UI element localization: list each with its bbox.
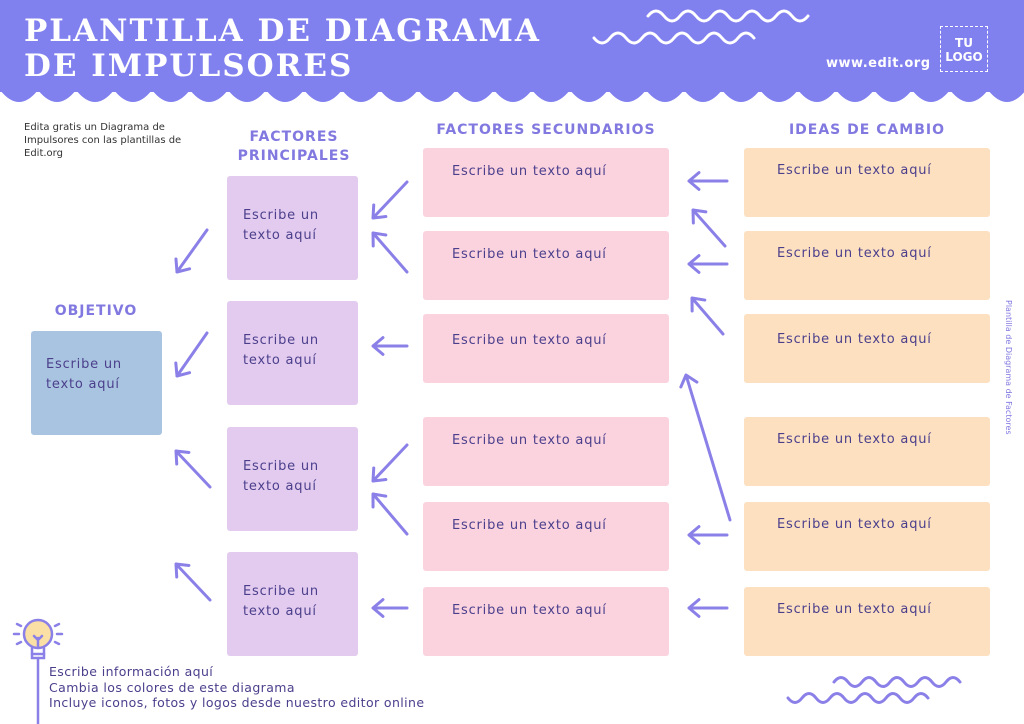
primary-box[interactable]: Escribe un texto aquí: [227, 176, 358, 280]
idea-box[interactable]: Escribe un texto aquí: [744, 417, 990, 486]
side-caption: Plantilla de Diagrama de Factores: [1004, 300, 1013, 435]
tips-list: Escribe información aquí Cambia los colo…: [49, 664, 424, 711]
tip-item: Cambia los colores de este diagrama: [49, 679, 295, 695]
secondary-box[interactable]: Escribe un texto aquí: [423, 314, 669, 383]
arrow: [687, 525, 729, 545]
idea-box[interactable]: Escribe un texto aquí: [744, 587, 990, 656]
secondary-box[interactable]: Escribe un texto aquí: [423, 231, 669, 300]
wave-decoration-bottom: [786, 676, 962, 704]
primary-box[interactable]: Escribe un texto aquí: [227, 552, 358, 656]
secondary-box[interactable]: Escribe un texto aquí: [423, 587, 669, 656]
lightbulb-icon: [12, 618, 64, 724]
wave-decoration: [592, 9, 810, 45]
arrow: [687, 598, 729, 618]
secondary-box[interactable]: Escribe un texto aquí: [423, 502, 669, 571]
arrow: [174, 562, 212, 602]
idea-box[interactable]: Escribe un texto aquí: [744, 314, 990, 383]
tip-item: Escribe información aquí: [49, 664, 214, 679]
arrow: [371, 180, 409, 220]
arrow: [174, 228, 209, 274]
idea-box[interactable]: Escribe un texto aquí: [744, 231, 990, 300]
idea-box[interactable]: Escribe un texto aquí: [744, 148, 990, 217]
arrow: [687, 254, 729, 274]
objective-box[interactable]: Escribe un texto aquí: [31, 331, 162, 435]
tip-item: Incluye iconos, fotos y logos desde nues…: [49, 695, 425, 710]
arrow: [690, 296, 725, 336]
objective-heading: OBJETIVO: [54, 303, 138, 319]
arrow: [371, 231, 409, 274]
arrow: [691, 208, 727, 248]
primary-heading: FACTORES PRINCIPALES: [237, 129, 351, 164]
arrow: [371, 336, 409, 356]
primary-box[interactable]: Escribe un texto aquí: [227, 427, 358, 531]
idea-box[interactable]: Escribe un texto aquí: [744, 502, 990, 571]
arrow: [174, 449, 212, 489]
header-banner: [0, 0, 1024, 92]
intro-text: Edita gratis un Diagrama de Impulsores c…: [24, 122, 182, 159]
arrow: [679, 373, 732, 522]
scallop-border: [0, 90, 1024, 108]
arrow: [174, 331, 209, 378]
secondary-heading: FACTORES SECUNDARIOS: [436, 122, 656, 138]
website-url: www.edit.org: [826, 56, 931, 71]
secondary-box[interactable]: Escribe un texto aquí: [423, 148, 669, 217]
secondary-box[interactable]: Escribe un texto aquí: [423, 417, 669, 486]
arrow: [371, 443, 409, 483]
primary-box[interactable]: Escribe un texto aquí: [227, 301, 358, 405]
arrow: [371, 492, 409, 536]
arrow: [371, 598, 409, 618]
arrow: [687, 171, 729, 191]
ideas-heading: IDEAS DE CAMBIO: [788, 122, 946, 138]
